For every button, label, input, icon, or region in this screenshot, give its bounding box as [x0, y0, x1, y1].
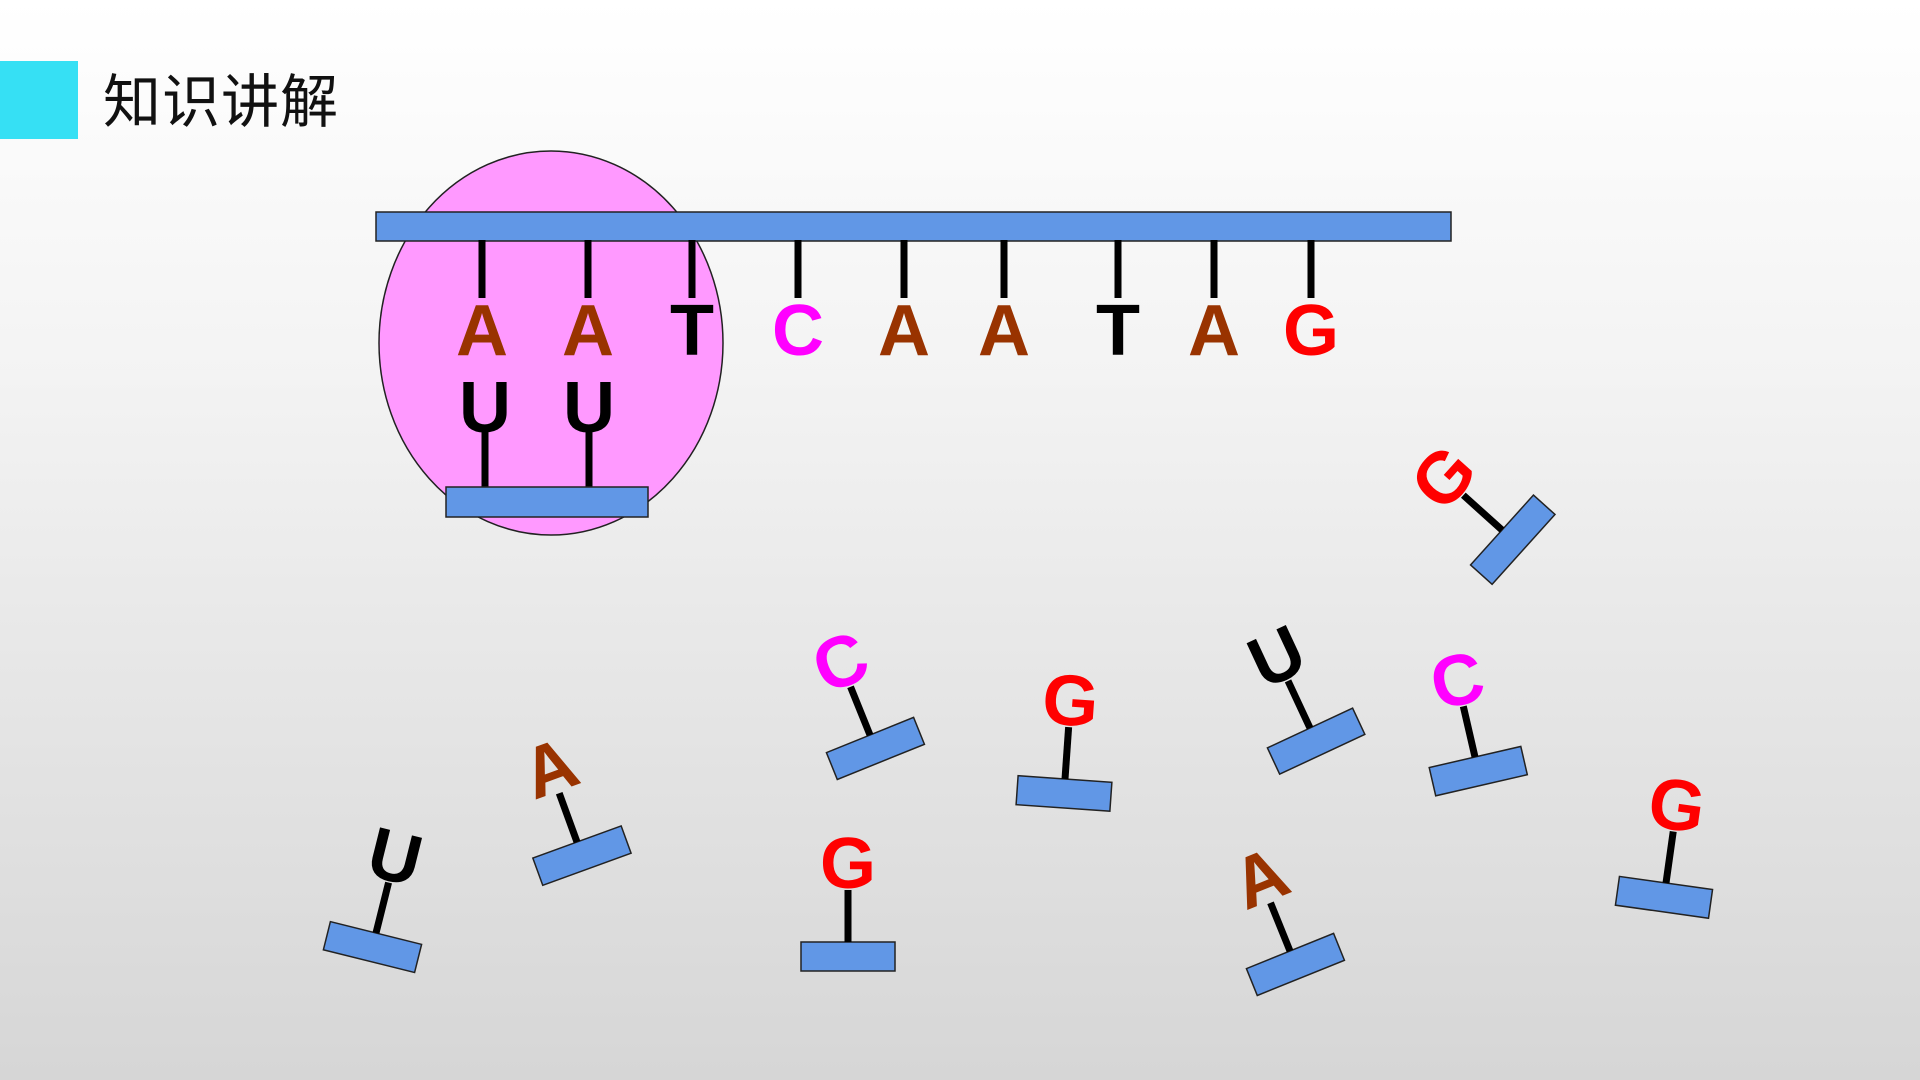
free-nucleotide-G: G	[1015, 659, 1113, 813]
paired-base-U: U	[563, 368, 615, 490]
template-base-label: G	[1283, 291, 1339, 371]
free-nucleotide-G: G	[1396, 430, 1557, 586]
nucleotide-stem	[555, 791, 581, 844]
mrna-backbone	[445, 486, 649, 518]
free-nucleotide-U: U	[1237, 610, 1366, 776]
nucleotide-backbone	[1015, 774, 1113, 813]
template-strand-backbone	[375, 211, 1452, 242]
free-nucleotide-A: A	[512, 722, 633, 887]
nucleotide-stem	[1267, 901, 1294, 953]
nucleotide-stem	[1284, 679, 1314, 730]
title-accent-square	[0, 61, 78, 139]
free-nucleotide-C: C	[1423, 636, 1529, 797]
nucleotide-backbone	[322, 920, 423, 974]
nucleotide-label: A	[512, 722, 588, 815]
template-base-T: T	[1096, 240, 1140, 371]
free-nucleotide-A: A	[1222, 832, 1346, 997]
nucleotide-stem	[1662, 831, 1677, 884]
nucleotide-stem	[1459, 705, 1479, 758]
nucleotide-backbone	[1428, 745, 1529, 797]
template-base-label: A	[878, 291, 930, 371]
nucleotide-label: A	[1222, 832, 1300, 926]
page-title: 知识讲解	[103, 68, 340, 136]
free-nucleotide-C: C	[802, 616, 926, 781]
template-base-A: A	[878, 240, 930, 371]
template-base-C: C	[772, 240, 824, 371]
template-base-label: T	[670, 291, 714, 371]
nucleotide-backbone	[825, 716, 926, 781]
nucleotide-stem	[372, 881, 392, 934]
ribosome	[378, 150, 724, 536]
template-base-label: A	[978, 291, 1030, 371]
nucleotide-label: C	[802, 616, 880, 710]
nucleotide-label: G	[1040, 659, 1101, 743]
template-base-G: G	[1283, 240, 1339, 371]
nucleotide-backbone	[800, 941, 896, 972]
template-base-label: A	[1188, 291, 1240, 371]
nucleotide-label: U	[360, 812, 430, 902]
nucleotide-label: G	[1644, 762, 1711, 849]
nucleotide-backbone	[1266, 707, 1366, 776]
template-base-A: A	[1188, 240, 1240, 371]
nucleotide-label: G	[820, 824, 876, 904]
free-nucleotide-U: U	[322, 812, 430, 974]
paired-base-U: U	[459, 368, 511, 490]
template-base-label: T	[1096, 291, 1140, 371]
template-base-A: A	[562, 240, 614, 371]
nucleotide-stem	[847, 685, 874, 737]
template-base-label: A	[456, 291, 508, 371]
nucleotide-label: U	[1237, 610, 1318, 704]
template-base-A: A	[978, 240, 1030, 371]
template-base-A: A	[456, 240, 508, 371]
template-base-label: A	[562, 291, 614, 371]
nucleotide-backbone	[531, 824, 633, 887]
nucleotide-backbone	[1245, 932, 1346, 997]
nucleotide-stem	[1461, 492, 1505, 533]
free-nucleotide-G: G	[1614, 762, 1714, 920]
free-nucleotide-G: G	[800, 824, 896, 972]
template-base-label: C	[772, 291, 824, 371]
nucleotide-backbone	[1614, 875, 1714, 920]
nucleotide-label: C	[1423, 636, 1492, 726]
nucleotide-stem	[1061, 726, 1073, 780]
template-base-T: T	[670, 240, 714, 371]
